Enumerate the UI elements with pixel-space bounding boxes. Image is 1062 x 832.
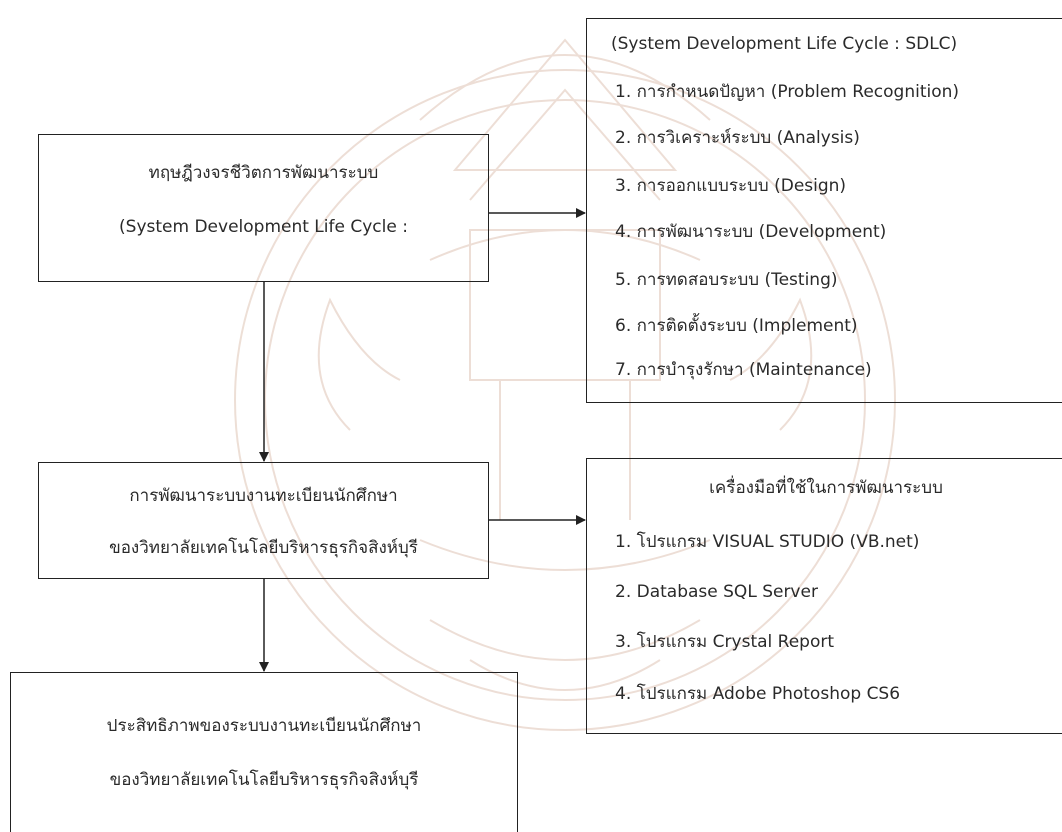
development-title: การพัฒนาระบบงานทะเบียนนักศึกษา [129,486,398,506]
sdlc-box: (System Development Life Cycle : SDLC) 1… [586,18,1062,403]
theory-box: ทฤษฎีวงจรชีวิตการพัฒนาระบบ (System Devel… [38,134,489,282]
sdlc-step: 4. การพัฒนาระบบ (Development) [615,222,887,242]
development-box: การพัฒนาระบบงานทะเบียนนักศึกษา ของวิทยาล… [38,462,489,579]
sdlc-step: 6. การติดตั้งระบบ (Implement) [615,316,858,336]
tools-header: เครื่องมือที่ใช้ในการพัฒนาระบบ [709,478,943,498]
sdlc-step: 3. การออกแบบระบบ (Design) [615,176,847,196]
development-subtitle: ของวิทยาลัยเทคโนโลยีบริหารธุรกิจสิงห์บุร… [109,538,418,558]
sdlc-step: 2. การวิเคราะห์ระบบ (Analysis) [615,128,860,148]
theory-title: ทฤษฎีวงจรชีวิตการพัฒนาระบบ [148,163,379,183]
tools-box: เครื่องมือที่ใช้ในการพัฒนาระบบ 1. โปรแกร… [586,458,1062,734]
efficiency-subtitle: ของวิทยาลัยเทคโนโลยีบริหารธุรกิจสิงห์บุร… [109,770,419,790]
sdlc-header: (System Development Life Cycle : SDLC) [611,34,958,54]
tools-item: 4. โปรแกรม Adobe Photoshop CS6 [615,684,901,704]
efficiency-box: ประสิทธิภาพของระบบงานทะเบียนนักศึกษา ของ… [10,672,518,832]
sdlc-step: 1. การกำหนดปัญหา (Problem Recognition) [615,82,960,102]
sdlc-step: 7. การบำรุงรักษา (Maintenance) [615,360,872,380]
efficiency-title: ประสิทธิภาพของระบบงานทะเบียนนักศึกษา [106,716,422,736]
sdlc-step: 5. การทดสอบระบบ (Testing) [615,270,838,290]
tools-item: 2. Database SQL Server [615,582,818,602]
tools-item: 3. โปรแกรม Crystal Report [615,632,835,652]
theory-subtitle: (System Development Life Cycle : [119,217,408,237]
tools-item: 1. โปรแกรม VISUAL STUDIO (VB.net) [615,532,920,552]
